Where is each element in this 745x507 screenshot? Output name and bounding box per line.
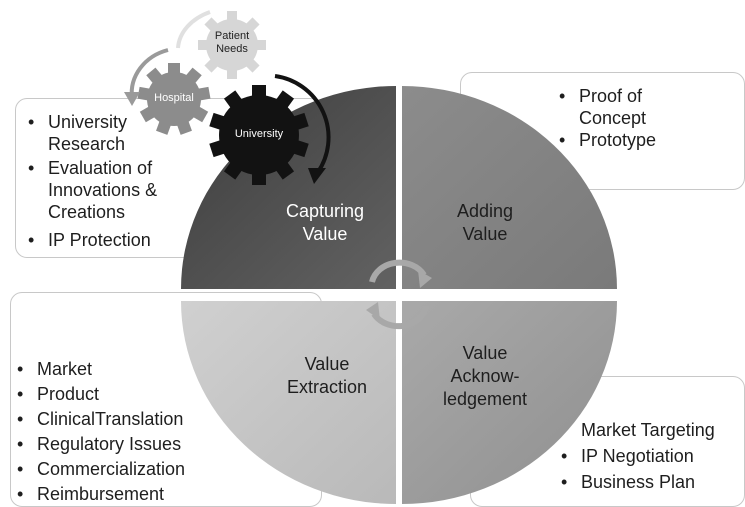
patient-arrow-icon <box>176 10 211 49</box>
value-extraction-quadrant <box>181 301 396 504</box>
list-item: Business Plan <box>559 471 715 493</box>
list-item: Prototype <box>557 129 656 151</box>
value-extraction-label: Value Extraction <box>286 354 368 397</box>
adding-value-list: Proof of Concept Prototype <box>557 85 656 151</box>
value-extraction-box: Market Product ClinicalTranslation Regul… <box>10 292 322 507</box>
list-item: Market <box>15 358 185 380</box>
list-item: Product <box>15 383 185 405</box>
list-item: IP Protection <box>26 229 157 251</box>
value-extraction-list: Market Product ClinicalTranslation Regul… <box>15 358 185 505</box>
adding-value-quadrant <box>402 86 617 289</box>
list-item: IP Negotiation <box>559 445 715 467</box>
university-label: University <box>234 128 284 140</box>
capturing-value-label: Capturing Value <box>285 201 365 244</box>
list-item: Proof of Concept <box>557 85 656 129</box>
capturing-value-list: University Research Evaluation of Innova… <box>26 111 157 251</box>
list-item: ClinicalTranslation <box>15 408 185 430</box>
patient-needs-label: Patient Needs <box>214 30 250 55</box>
list-item: Reimbursement <box>15 483 185 505</box>
arrowhead-icon <box>124 92 140 106</box>
arrowhead-icon <box>308 168 326 184</box>
hospital-arrow-icon <box>129 48 169 99</box>
cycle-arrows-icon <box>369 259 429 330</box>
arrowhead-icon <box>418 270 432 288</box>
list-item: University Research <box>26 111 157 155</box>
patient-needs-gear-icon <box>198 11 266 79</box>
university-arrow-icon <box>274 74 331 174</box>
value-acknowledgement-list: Market Targeting IP Negotiation Business… <box>559 419 715 493</box>
list-item: Evaluation of Innovations & Creations <box>26 157 157 223</box>
hospital-gear-icon <box>137 63 211 135</box>
university-gear-icon <box>209 85 309 185</box>
list-item: Commercialization <box>15 458 185 480</box>
list-item: Regulatory Issues <box>15 433 185 455</box>
value-acknowledgement-quadrant <box>402 301 617 504</box>
hospital-label: Hospital <box>154 92 194 104</box>
value-acknowledgement-label: Value Acknow- ledgement <box>442 343 528 409</box>
arrowhead-icon <box>366 302 380 320</box>
adding-value-label: Adding Value <box>456 201 514 244</box>
capturing-value-quadrant <box>181 86 396 289</box>
